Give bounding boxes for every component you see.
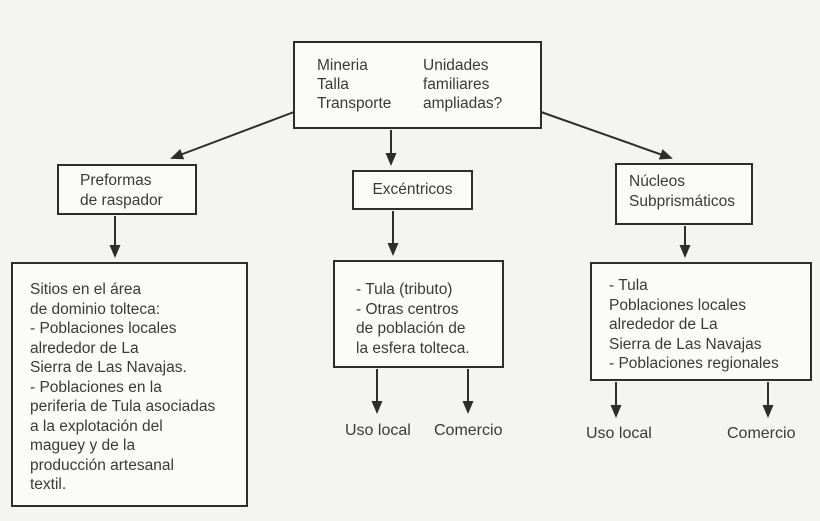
root-activities-text: Mineria Talla Transporte bbox=[317, 57, 392, 112]
arrow-root-to-preformas bbox=[170, 111, 295, 160]
arrow-root-to-nucleos bbox=[540, 111, 673, 160]
excentricos-box: Excéntricos bbox=[352, 170, 473, 210]
sitios-detail-box: Sitios en el área de dominio tolteca: - … bbox=[11, 262, 248, 507]
preformas-box: Preformas de raspador bbox=[57, 164, 197, 215]
comercio-label-right: Comercio bbox=[727, 425, 796, 442]
comercio-label-mid: Comercio bbox=[434, 422, 503, 439]
nucleos-box: Núcleos Subprismáticos bbox=[615, 163, 753, 225]
regional-detail-box: - Tula Poblaciones locales alrededor de … bbox=[590, 262, 812, 381]
excentricos-text: Excéntricos bbox=[372, 181, 453, 199]
root-question-text: Unidades familiares ampliadas? bbox=[423, 57, 503, 112]
tributo-detail-box: - Tula (tributo) - Otras centros de pobl… bbox=[333, 260, 504, 368]
root-box: Mineria Talla Transporte Unidades famili… bbox=[293, 41, 542, 129]
uso-local-label-right: Uso local bbox=[586, 425, 652, 442]
uso-local-label-mid: Uso local bbox=[345, 422, 411, 439]
